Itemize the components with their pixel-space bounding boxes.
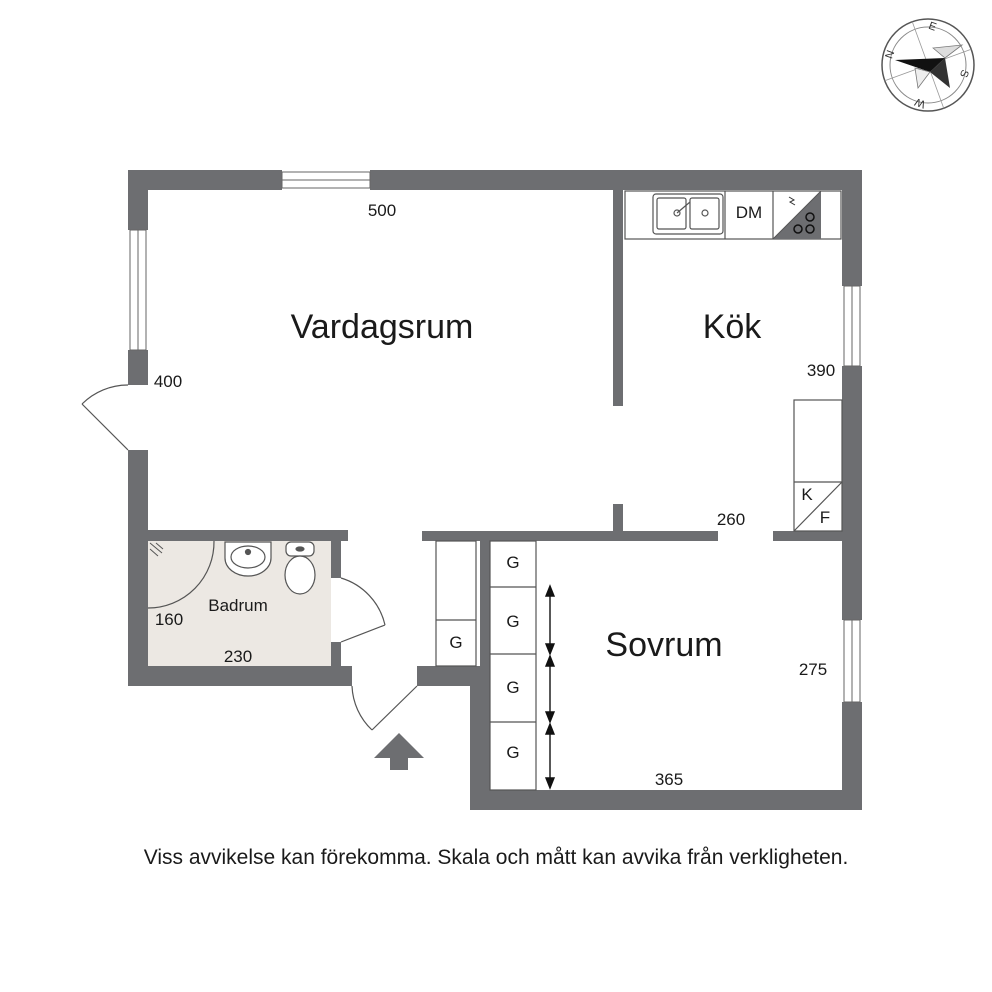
sliding-door-arrows-icon <box>544 584 556 790</box>
dishwasher-label: DM <box>736 203 762 222</box>
room-label-kitchen: Kök <box>703 308 763 346</box>
wardrobe-label: G <box>506 678 519 697</box>
shower-icon <box>149 542 164 557</box>
freezer-label: F <box>820 508 830 527</box>
toilet-icon <box>284 541 316 595</box>
disclaimer-text: Viss avvikelse kan förekomma. Skala och … <box>143 846 849 869</box>
bedroom-wardrobes <box>489 540 537 791</box>
hall-wardrobe <box>435 540 477 667</box>
dimension-living-width: 500 <box>368 201 396 220</box>
compass-north: N <box>883 49 897 61</box>
compass-west: W <box>913 95 927 110</box>
stove-icon <box>772 190 822 240</box>
dimension-bedroom-depth: 275 <box>799 660 827 679</box>
dimension-bath-depth: 160 <box>155 610 183 629</box>
dimension-kitchen-depth: 390 <box>807 361 835 380</box>
fridge-label: K <box>801 485 813 504</box>
hall-wardrobe-label: G <box>449 633 462 652</box>
kitchen-sink-icon <box>652 193 724 235</box>
entry-arrow-icon <box>374 733 424 770</box>
room-label-bedroom: Sovrum <box>605 626 722 664</box>
wardrobe-label: G <box>506 743 519 762</box>
walls <box>128 170 862 810</box>
bathroom-sink-icon <box>224 541 272 577</box>
dimension-bedroom-width: 365 <box>655 770 683 789</box>
dimension-bath-width: 230 <box>224 647 252 666</box>
compass-south: S <box>957 68 971 79</box>
fridge-freezer <box>793 399 843 532</box>
wardrobe-label: G <box>506 612 519 631</box>
compass-east: E <box>927 20 938 34</box>
wardrobe-label: G <box>506 553 519 572</box>
windows <box>129 171 861 703</box>
room-label-living: Vardagsrum <box>291 308 474 346</box>
room-label-bathroom: Badrum <box>208 596 268 615</box>
dimension-living-depth: 400 <box>154 372 182 391</box>
dimension-kitchen-width: 260 <box>717 510 745 529</box>
doors <box>81 384 418 731</box>
compass-icon: N E S W <box>881 18 975 112</box>
